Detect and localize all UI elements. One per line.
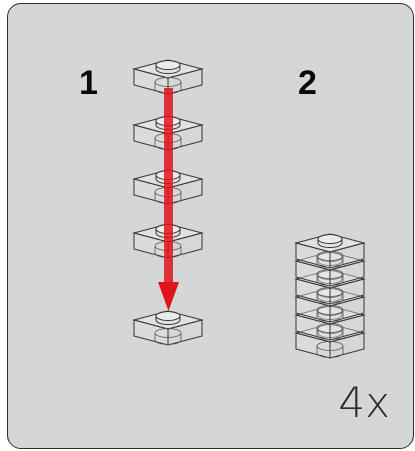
quantity-label: 4x [338,378,390,427]
stacked-plates [295,233,365,359]
plate-target [133,310,203,346]
step-number-1: 1 [79,64,98,102]
assembly-arrow [158,88,179,311]
step-number-2: 2 [298,64,317,102]
instruction-panel [7,3,414,449]
